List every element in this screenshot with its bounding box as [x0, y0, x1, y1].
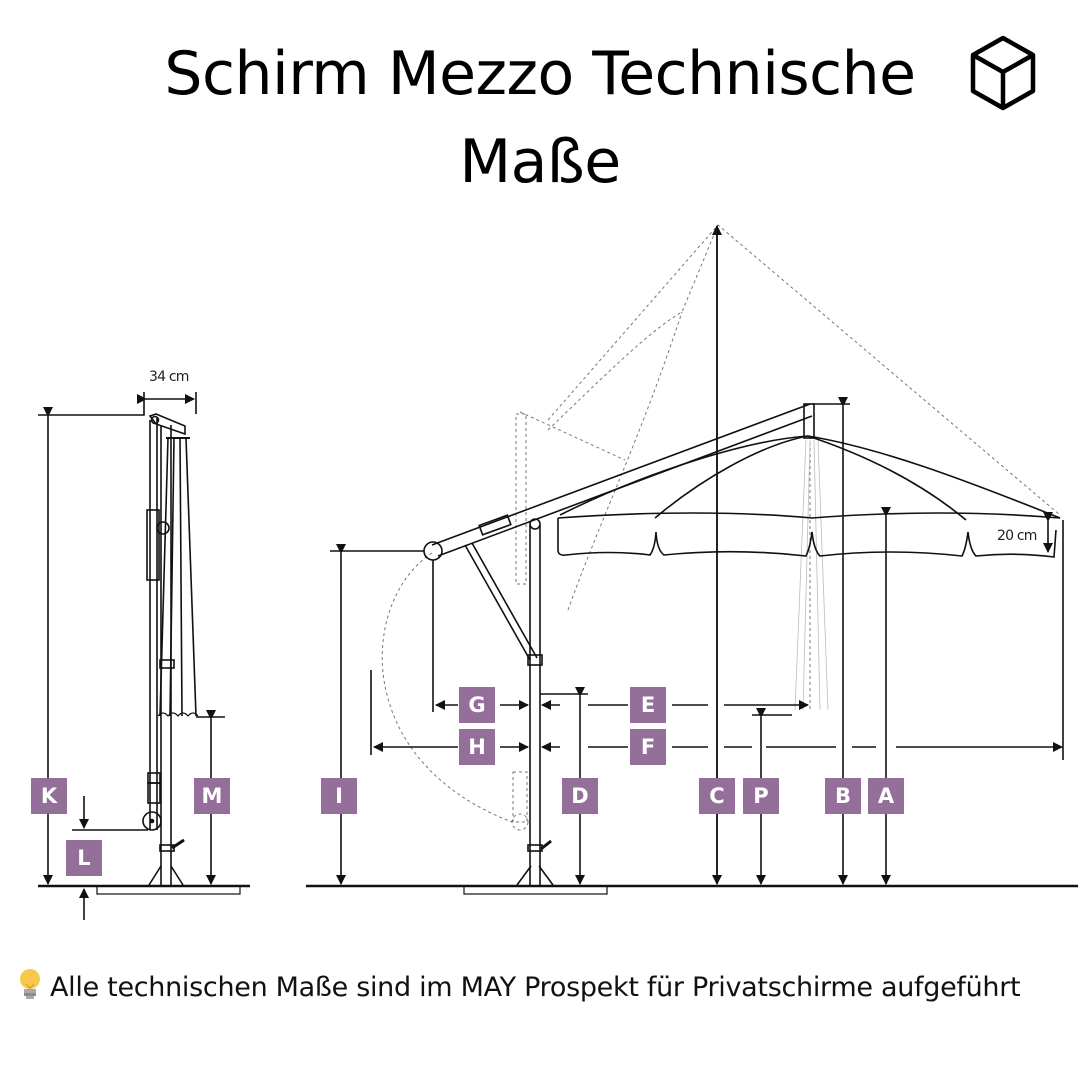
- label-A: A: [868, 778, 904, 814]
- svg-text:M: M: [202, 784, 223, 808]
- cube-icon: [970, 35, 1036, 111]
- label-C: C: [699, 778, 735, 814]
- footer-text: Alle technischen Maße sind im MAY Prospe…: [50, 972, 1021, 1003]
- svg-text:P: P: [753, 784, 768, 808]
- svg-text:D: D: [571, 784, 588, 808]
- label-F: F: [630, 729, 666, 765]
- label-P: P: [743, 778, 779, 814]
- label-D: D: [562, 778, 598, 814]
- svg-text:E: E: [641, 693, 655, 717]
- svg-text:C: C: [709, 784, 724, 808]
- svg-text:I: I: [335, 784, 343, 808]
- label-B: B: [825, 778, 861, 814]
- label-G: G: [459, 687, 495, 723]
- side-view: [38, 392, 250, 920]
- svg-text:H: H: [468, 735, 486, 759]
- svg-text:L: L: [77, 846, 90, 870]
- footer-note: Alle technischen Maße sind im MAY Prospe…: [18, 968, 1078, 1003]
- valance-height-annotation: 20 cm: [997, 528, 1037, 544]
- svg-text:F: F: [641, 735, 655, 759]
- svg-text:A: A: [878, 784, 895, 808]
- label-L: L: [66, 840, 102, 876]
- label-H: H: [459, 729, 495, 765]
- svg-text:B: B: [835, 784, 851, 808]
- svg-text:K: K: [41, 784, 58, 808]
- page-title-line1: Schirm Mezzo Technische: [164, 39, 916, 109]
- lightbulb-icon: [20, 969, 40, 999]
- label-K: K: [31, 778, 67, 814]
- label-E: E: [630, 687, 666, 723]
- svg-text:G: G: [468, 693, 485, 717]
- label-I: I: [321, 778, 357, 814]
- label-M: M: [194, 778, 230, 814]
- page-title: Schirm Mezzo Technische Maße: [90, 30, 990, 206]
- front-view: [306, 224, 1078, 895]
- side-width-annotation: 34 cm: [149, 369, 189, 385]
- page-title-line2: Maße: [459, 127, 621, 197]
